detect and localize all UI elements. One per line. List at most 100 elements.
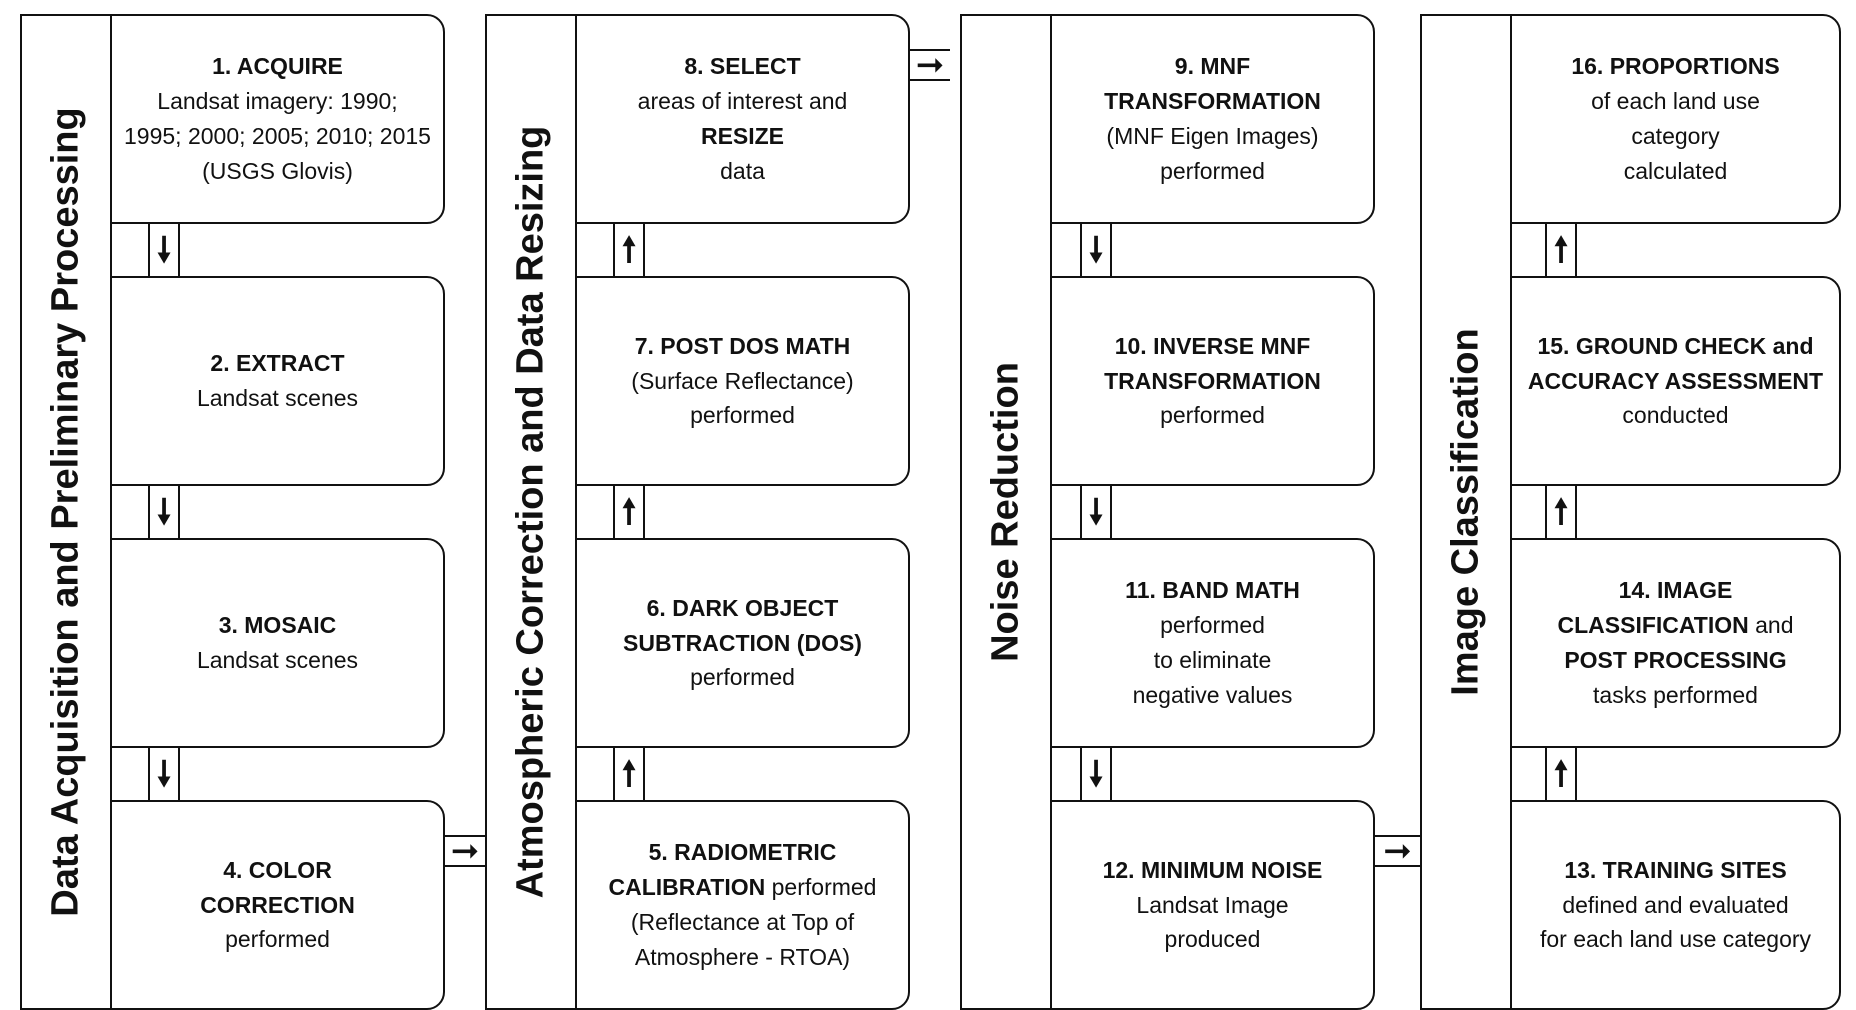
step-4-color-correction: 4. COLOR CORRECTION performed — [110, 800, 445, 1010]
connector-12-13: ➞ — [1375, 832, 1420, 870]
step-text: negative values — [1132, 681, 1293, 708]
step-text: produced — [1164, 926, 1261, 953]
phase-label: Atmospheric Correction and Data Resizing — [509, 125, 552, 899]
step-title: CALIBRATION — [608, 874, 766, 901]
step-text: (Reflectance at Top of — [630, 909, 855, 935]
step-text-mixed: CALIBRATION performed — [609, 870, 877, 905]
step-14-image-classification: 14. IMAGE CLASSIFICATION and POST PROCES… — [1510, 538, 1841, 748]
arrow-down-icon: 🠗 — [156, 231, 172, 269]
step-text: defined and evaluated — [1562, 891, 1789, 918]
step-text: Landsat imagery: 1990; — [157, 88, 398, 115]
step-text: 1995; 2000; 2005; 2010; 2015 — [124, 123, 431, 149]
step-text: (MNF Eigen Images) — [1106, 123, 1319, 149]
connector-4-5: ➞ — [445, 832, 485, 870]
step-title: 7. POST DOS MATH — [634, 332, 851, 359]
phase-image-classification: Image Classification — [1420, 14, 1512, 1010]
step-title: TRANSFORMATION — [1104, 88, 1321, 115]
connector-9-10: 🠗 — [1080, 224, 1112, 276]
step-title: 5. RADIOMETRIC — [648, 839, 837, 866]
step-13-training-sites: 13. TRAINING SITES defined and evaluated… — [1510, 800, 1841, 1010]
step-title: 8. SELECT — [684, 53, 801, 80]
step-text: performed — [690, 664, 795, 691]
step-text: Landsat scenes — [196, 647, 359, 673]
step-text: conducted — [1622, 402, 1729, 429]
step-text: to eliminate — [1153, 647, 1272, 673]
step-title: 15. GROUND CHECK and — [1537, 332, 1814, 359]
step-text: of each land use — [1591, 88, 1760, 115]
arrow-down-icon: 🠗 — [156, 755, 172, 793]
step-text: and — [1748, 612, 1794, 639]
step-text-mixed: CLASSIFICATION and — [1558, 608, 1794, 643]
arrow-down-icon: 🠗 — [1088, 231, 1104, 269]
connector-3-4: 🠗 — [148, 748, 180, 800]
connector-7-8: 🠕 — [613, 224, 645, 276]
step-7-post-dos-math: 7. POST DOS MATH (Surface Reflectance) p… — [575, 276, 910, 486]
step-title: SUBTRACTION (DOS) — [623, 629, 862, 656]
step-11-band-math: 11. BAND MATH performed to eliminate neg… — [1050, 538, 1375, 748]
step-title: 13. TRAINING SITES — [1564, 856, 1787, 883]
arrow-up-icon: 🠕 — [1553, 755, 1569, 793]
connector-1-2: 🠗 — [148, 224, 180, 276]
arrow-down-icon: 🠗 — [156, 493, 172, 531]
arrow-up-icon: 🠕 — [621, 231, 637, 269]
arrow-right-icon: ➞ — [1383, 832, 1412, 870]
step-1-acquire: 1. ACQUIRE Landsat imagery: 1990; 1995; … — [110, 14, 445, 224]
step-title: CLASSIFICATION — [1557, 612, 1749, 639]
step-text: calculated — [1623, 157, 1728, 184]
connector-11-12: 🠗 — [1080, 748, 1112, 800]
step-9-mnf-transformation: 9. MNF TRANSFORMATION (MNF Eigen Images)… — [1050, 14, 1375, 224]
phase-atmospheric-correction: Atmospheric Correction and Data Resizing — [485, 14, 577, 1010]
arrow-up-icon: 🠕 — [1553, 493, 1569, 531]
step-title: TRANSFORMATION — [1104, 367, 1321, 394]
step-text: performed — [1160, 402, 1265, 429]
step-title: 16. PROPORTIONS — [1571, 53, 1780, 80]
connector-5-6: 🠕 — [613, 748, 645, 800]
step-text: category — [1631, 123, 1720, 149]
step-5-radiometric-calibration: 5. RADIOMETRIC CALIBRATION performed (Re… — [575, 800, 910, 1010]
step-text: (Surface Reflectance) — [631, 367, 854, 394]
step-title: 2. EXTRACT — [210, 350, 345, 377]
step-title: 4. COLOR — [223, 856, 332, 883]
step-title: CORRECTION — [200, 891, 355, 918]
step-3-mosaic: 3. MOSAIC Landsat scenes — [110, 538, 445, 748]
step-title: 11. BAND MATH — [1125, 577, 1300, 604]
step-10-inverse-mnf: 10. INVERSE MNF TRANSFORMATION performed — [1050, 276, 1375, 486]
step-15-ground-check: 15. GROUND CHECK and ACCURACY ASSESSMENT… — [1510, 276, 1841, 486]
connector-2-3: 🠗 — [148, 486, 180, 538]
connector-13-14: 🠕 — [1545, 748, 1577, 800]
step-text: data — [720, 157, 765, 184]
step-text: Landsat scenes — [196, 385, 359, 411]
step-title: RESIZE — [700, 123, 785, 149]
arrow-down-icon: 🠗 — [1088, 493, 1104, 531]
step-text: areas of interest and — [637, 88, 848, 115]
step-title: 14. IMAGE — [1618, 577, 1733, 604]
connector-15-16: 🠕 — [1545, 224, 1577, 276]
phase-label: Image Classification — [1444, 328, 1487, 696]
step-title: POST PROCESSING — [1564, 647, 1787, 673]
step-text: tasks performed — [1593, 681, 1758, 708]
phase-noise-reduction: Noise Reduction — [960, 14, 1052, 1010]
phase-label: Noise Reduction — [984, 362, 1027, 662]
step-title: 3. MOSAIC — [218, 612, 337, 639]
step-title: 1. ACQUIRE — [212, 53, 343, 80]
step-title: 6. DARK OBJECT — [646, 594, 839, 621]
step-title: 12. MINIMUM NOISE — [1102, 856, 1323, 883]
step-12-minimum-noise: 12. MINIMUM NOISE Landsat Image produced — [1050, 800, 1375, 1010]
step-text: Landsat Image — [1136, 891, 1289, 918]
phase-label: Data Acquisition and Preliminary Process… — [44, 107, 87, 917]
arrow-right-icon: ➞ — [450, 832, 480, 870]
step-text: for each land use category — [1539, 926, 1812, 953]
arrow-up-icon: 🠕 — [621, 755, 637, 793]
connector-14-15: 🠕 — [1545, 486, 1577, 538]
step-text: performed — [765, 874, 877, 901]
arrow-down-icon: 🠗 — [1088, 755, 1104, 793]
step-text: Atmosphere - RTOA) — [634, 943, 851, 970]
step-text: performed — [225, 926, 330, 953]
step-6-dark-object-subtraction: 6. DARK OBJECT SUBTRACTION (DOS) perform… — [575, 538, 910, 748]
connector-6-7: 🠕 — [613, 486, 645, 538]
step-8-select: 8. SELECT areas of interest and RESIZE d… — [575, 14, 910, 224]
connector-10-11: 🠗 — [1080, 486, 1112, 538]
step-title: 9. MNF — [1174, 53, 1251, 80]
step-text: (USGS Glovis) — [202, 157, 353, 184]
